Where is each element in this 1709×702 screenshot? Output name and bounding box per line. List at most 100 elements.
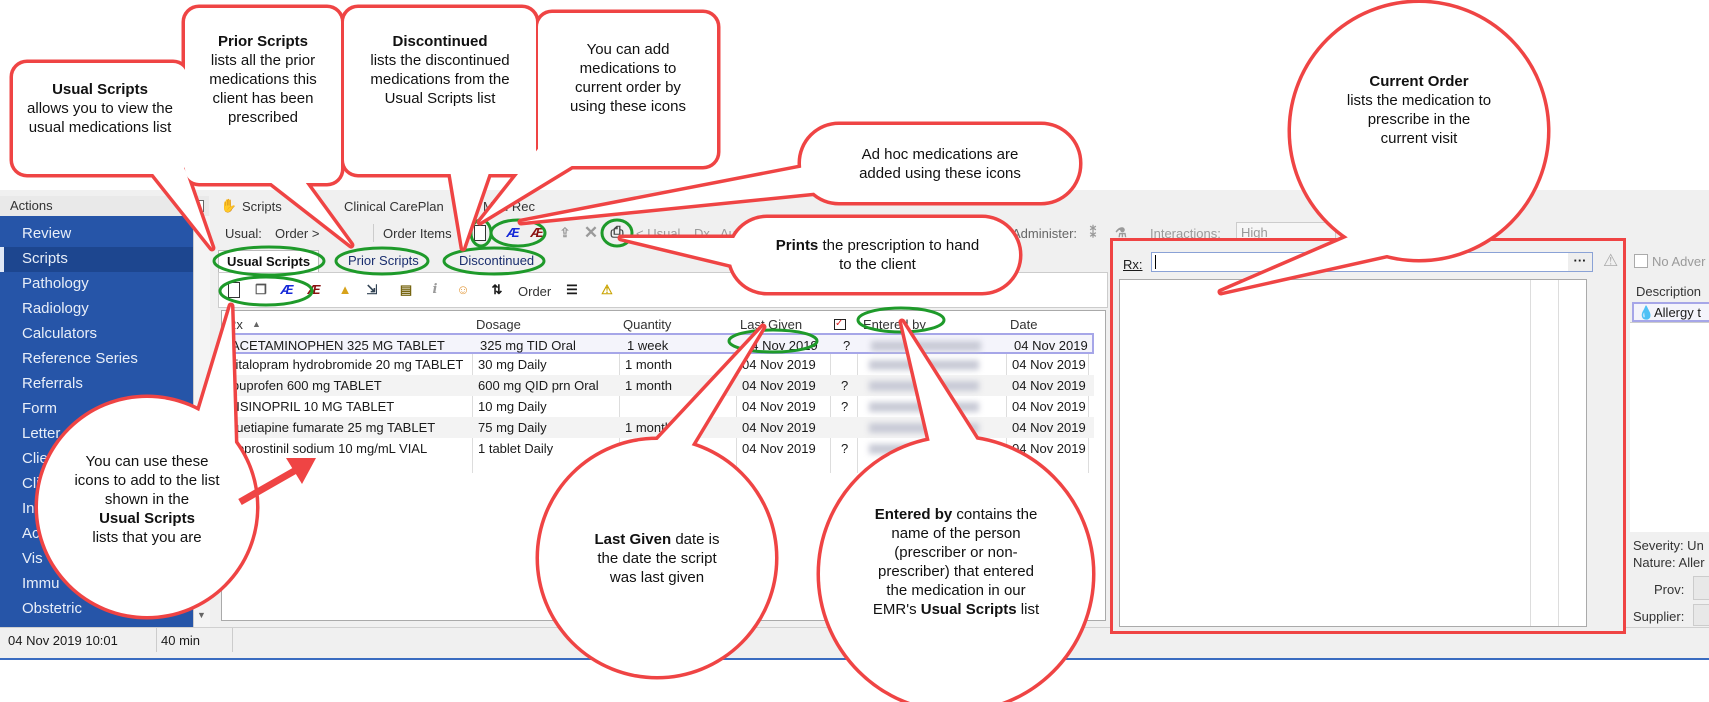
sidebar-item-review[interactable]: Review [22,225,72,242]
info-icon[interactable]: i [432,282,438,297]
sidebar-item-form[interactable]: Form [22,400,57,417]
checked-column-icon[interactable]: ✓ [834,319,846,330]
cell-last-given: 04 Nov 2019 [742,378,816,393]
tab-scripts[interactable]: Scripts [242,199,282,214]
col-header-rx[interactable]: Rx [227,317,243,332]
allergy-warning-icon[interactable]: ⚠ [1603,251,1619,270]
no-adverse-checkbox[interactable] [1634,254,1648,268]
col-header-entered-by[interactable]: Entered by [863,317,926,332]
copy-icon[interactable]: ❐ [255,282,267,297]
description-header[interactable]: Description [1636,284,1702,299]
cell-rx: treprostinil sodium 10 mg/mL VIAL [229,441,428,456]
tab-discontinued[interactable]: Discontinued [459,253,535,268]
prov-label: Prov: [1654,582,1685,597]
au-button[interactable]: Au [720,226,736,241]
import-icon[interactable]: ⇲ [366,282,378,297]
cell-date: 04 Nov 2019 [1012,420,1086,435]
rx-blue-icon[interactable]: Æ [506,225,520,240]
sidebar-item-pathology[interactable]: Pathology [22,275,89,292]
table-row[interactable]: LISINOPRIL 10 MG TABLET 10 mg Daily 04 Nov… [224,396,1094,417]
rx-red-icon[interactable]: Æ [530,225,544,240]
rx-input[interactable] [1151,252,1593,272]
sidebar-item-calculators[interactable]: Calculators [22,325,98,342]
administer-icon[interactable]: ⁑ [1089,225,1097,240]
text-cursor [1155,255,1156,269]
order-list-icon[interactable]: ☰ [566,282,578,297]
sidebar-item-immu[interactable]: Immu [22,575,60,592]
warning-icon[interactable]: ⚠ [601,282,613,297]
move-up-icon[interactable]: ⇪ [559,225,571,240]
current-order-panel: Rx: ··· ⚠ [1110,238,1626,634]
flask-icon[interactable]: ⚗ [1115,225,1127,240]
col-header-date[interactable]: Date [1010,317,1038,332]
supplier-field[interactable] [1693,604,1709,626]
sidebar-item-reference-series[interactable]: Reference Series [22,350,138,367]
callout-entered-by: Entered by contains the name of the pers… [872,506,1040,618]
order-button-2[interactable]: Order [518,284,552,299]
divider [373,224,374,242]
order-button[interactable]: Order > [275,226,320,241]
cell-last-given: 04 Nov 2019 [742,441,816,456]
delete-icon[interactable]: ✕ [583,223,599,242]
entered-by-redacted [869,444,979,454]
cell-last-given: 04 Nov 2019 [742,399,816,414]
cell-rx: LISINOPRIL 10 MG TABLET [229,399,395,414]
status-divider [232,628,233,652]
new-order-item-icon[interactable] [474,225,486,241]
callout-adhoc: Ad hoc medications are added using these… [859,146,1021,182]
tab-prior-scripts[interactable]: Prior Scripts [348,253,419,268]
current-order-list[interactable] [1119,279,1587,627]
administer-label: Administer: [1012,226,1078,241]
cell-quantity: 1 month [625,420,672,435]
folder-up-icon[interactable]: ▲ [338,282,352,297]
scroll-down-icon[interactable]: ▼ [197,610,206,620]
callout-add-medications: You can add medications to current order… [570,41,686,115]
usual-back-button[interactable]: < Usual [636,226,681,241]
dx-button[interactable]: Dx [694,226,710,241]
sidebar-item-in[interactable]: In [22,500,35,517]
entered-by-redacted [869,423,979,433]
interactions-label: Interactions: [1150,226,1221,241]
cell-date: 04 Nov 2019 [1012,441,1086,456]
allergy-list [1630,322,1709,532]
checkbox[interactable] [192,200,204,212]
sidebar-item-referrals[interactable]: Referrals [22,375,83,392]
sidebar-scrollbar[interactable]: ▼ [193,216,210,627]
cell-date: 04 Nov 2019 [1014,338,1088,353]
tab-clinical-careplan[interactable]: Clinical CarePlan [344,199,444,214]
sidebar-item-vis[interactable]: Vis [22,550,43,567]
sidebar-item-obstetric[interactable]: Obstetric [22,600,83,617]
col-header-quantity[interactable]: Quantity [623,317,672,332]
allergy-row[interactable]: 💧 Allergy t [1632,302,1709,322]
browse-button[interactable]: ··· [1568,253,1592,271]
new-usual-icon[interactable] [228,282,240,298]
sidebar-item-radiology[interactable]: Radiology [22,300,89,317]
col-header-last-given[interactable]: Last Given [740,317,803,332]
sidebar-item-scripts[interactable]: Scripts [0,247,193,272]
entered-by-redacted [869,381,979,391]
entered-by-redacted [871,341,981,351]
tab-med-rec[interactable]: Med Rec [483,199,536,214]
entered-by-redacted [869,360,979,370]
order-items-button[interactable]: Order Items [383,226,452,241]
notes-icon[interactable]: ▤ [399,282,413,297]
sidebar-item-letter[interactable]: Letter [22,425,61,442]
prov-field[interactable] [1693,576,1709,600]
tab-usual-scripts[interactable]: Usual Scripts [218,250,320,272]
cell-dosage: 30 mg Daily [478,357,547,372]
col-header-dosage[interactable]: Dosage [476,317,521,332]
print-icon[interactable]: ⎙ [610,224,624,241]
rx-blue-add-icon[interactable]: Æ [280,282,294,297]
refresh-icon[interactable]: ⇅ [491,282,503,297]
actions-sidebar: Review Scripts Pathology Radiology Calcu… [0,216,209,627]
cell-dosage: 10 mg Daily [478,399,547,414]
rx-red-add-icon[interactable]: Æ [307,282,321,297]
patient-info-icon[interactable]: ☺ [456,282,470,297]
cell-rx: ibuprofen 600 mg TABLET [229,378,382,393]
